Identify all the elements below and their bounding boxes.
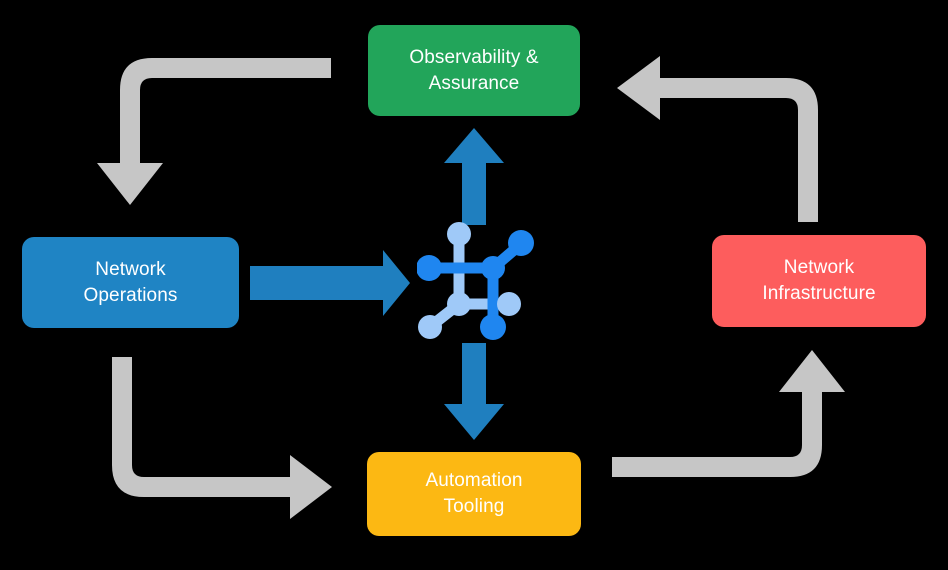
node-label-network-operations: Network Operations [83, 258, 178, 306]
gray-arrow-observability-to-operations [97, 58, 331, 205]
node-label-observability: Observability & Assurance [409, 46, 539, 94]
gray-arrow-infrastructure-to-observability [617, 56, 818, 222]
node-box-network-operations[interactable]: Network Operations [22, 237, 239, 328]
blue-arrow-operations-to-center [250, 250, 410, 316]
blue-arrow-center-to-automation [444, 343, 504, 440]
node-label-automation-tooling: Automation Tooling [425, 470, 523, 517]
node-label-network-infrastructure: Network Infrastructure [762, 257, 876, 304]
network-topology-icon [417, 222, 534, 340]
network-topology-secondary-nodes [418, 222, 521, 339]
node-box-network-infrastructure[interactable]: Network Infrastructure [712, 235, 926, 327]
gray-arrow-automation-to-infrastructure [612, 350, 845, 477]
node-box-observability[interactable]: Observability & Assurance [368, 25, 580, 116]
node-box-automation-tooling[interactable]: Automation Tooling [367, 452, 581, 536]
network-topology-primary-nodes [417, 230, 534, 340]
gray-arrow-operations-to-automation [112, 357, 332, 519]
blue-arrow-center-to-observability [444, 128, 504, 225]
